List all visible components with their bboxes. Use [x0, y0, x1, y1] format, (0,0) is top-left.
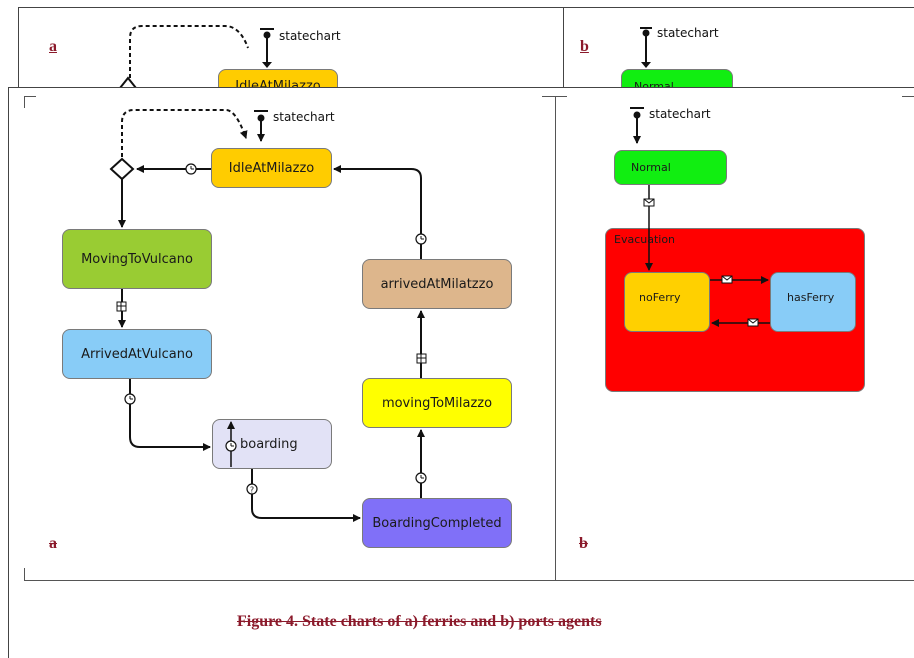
panel-a-letter: a	[49, 535, 57, 552]
state-arrived-at-vulcano[interactable]: ArrivedAtVulcano	[62, 329, 212, 379]
state-moving-to-vulcano[interactable]: MovingToVulcano	[62, 229, 212, 289]
timeout-transition-icon	[225, 440, 237, 452]
timeout-transition-icon	[415, 233, 427, 245]
condition-transition-icon	[416, 353, 427, 364]
timeout-transition-icon	[415, 472, 427, 484]
svg-text:?: ?	[250, 486, 254, 495]
message-transition-icon	[643, 198, 655, 207]
state-arrived-at-milatzzo[interactable]: arrivedAtMilatzzo	[362, 259, 512, 309]
panel-b-top-mask	[567, 95, 902, 98]
background-panel-b-letter: b	[580, 38, 589, 55]
panel-a-statechart-entry-icon	[254, 110, 268, 142]
background-statechart-label-b: statechart	[657, 26, 719, 40]
message-transition-icon	[721, 275, 733, 284]
state-idle-at-milazzo[interactable]: IdleAtMilazzo	[211, 148, 332, 188]
state-has-ferry[interactable]: hasFerry	[770, 272, 856, 332]
background-statechart-label-a: statechart	[279, 29, 341, 43]
condition-transition-icon: ?	[246, 483, 258, 495]
state-no-ferry[interactable]: noFerry	[624, 272, 710, 332]
condition-transition-icon	[116, 301, 127, 312]
panel-a-top-mask	[36, 95, 542, 98]
background-panel-divider	[563, 7, 564, 87]
state-boarding-completed[interactable]: BoardingCompleted	[362, 498, 512, 548]
timeout-transition-icon	[185, 163, 197, 175]
timeout-transition-icon	[124, 393, 136, 405]
panel-a-left-mask	[23, 108, 26, 568]
panel-b-letter: b	[579, 535, 588, 552]
state-normal[interactable]: Normal	[614, 150, 727, 185]
panel-b-statechart-entry-icon	[630, 107, 644, 144]
state-moving-to-milazzo[interactable]: movingToMilazzo	[362, 378, 512, 428]
condition-branch-icon	[109, 157, 135, 181]
panel-b-statechart-label: statechart	[649, 107, 711, 121]
message-transition-icon	[747, 318, 759, 327]
panel-a-statechart-label: statechart	[273, 110, 335, 124]
figure-caption: Figure 4. State charts of a) ferries and…	[237, 613, 602, 630]
background-panel-a-letter: a	[49, 38, 57, 55]
